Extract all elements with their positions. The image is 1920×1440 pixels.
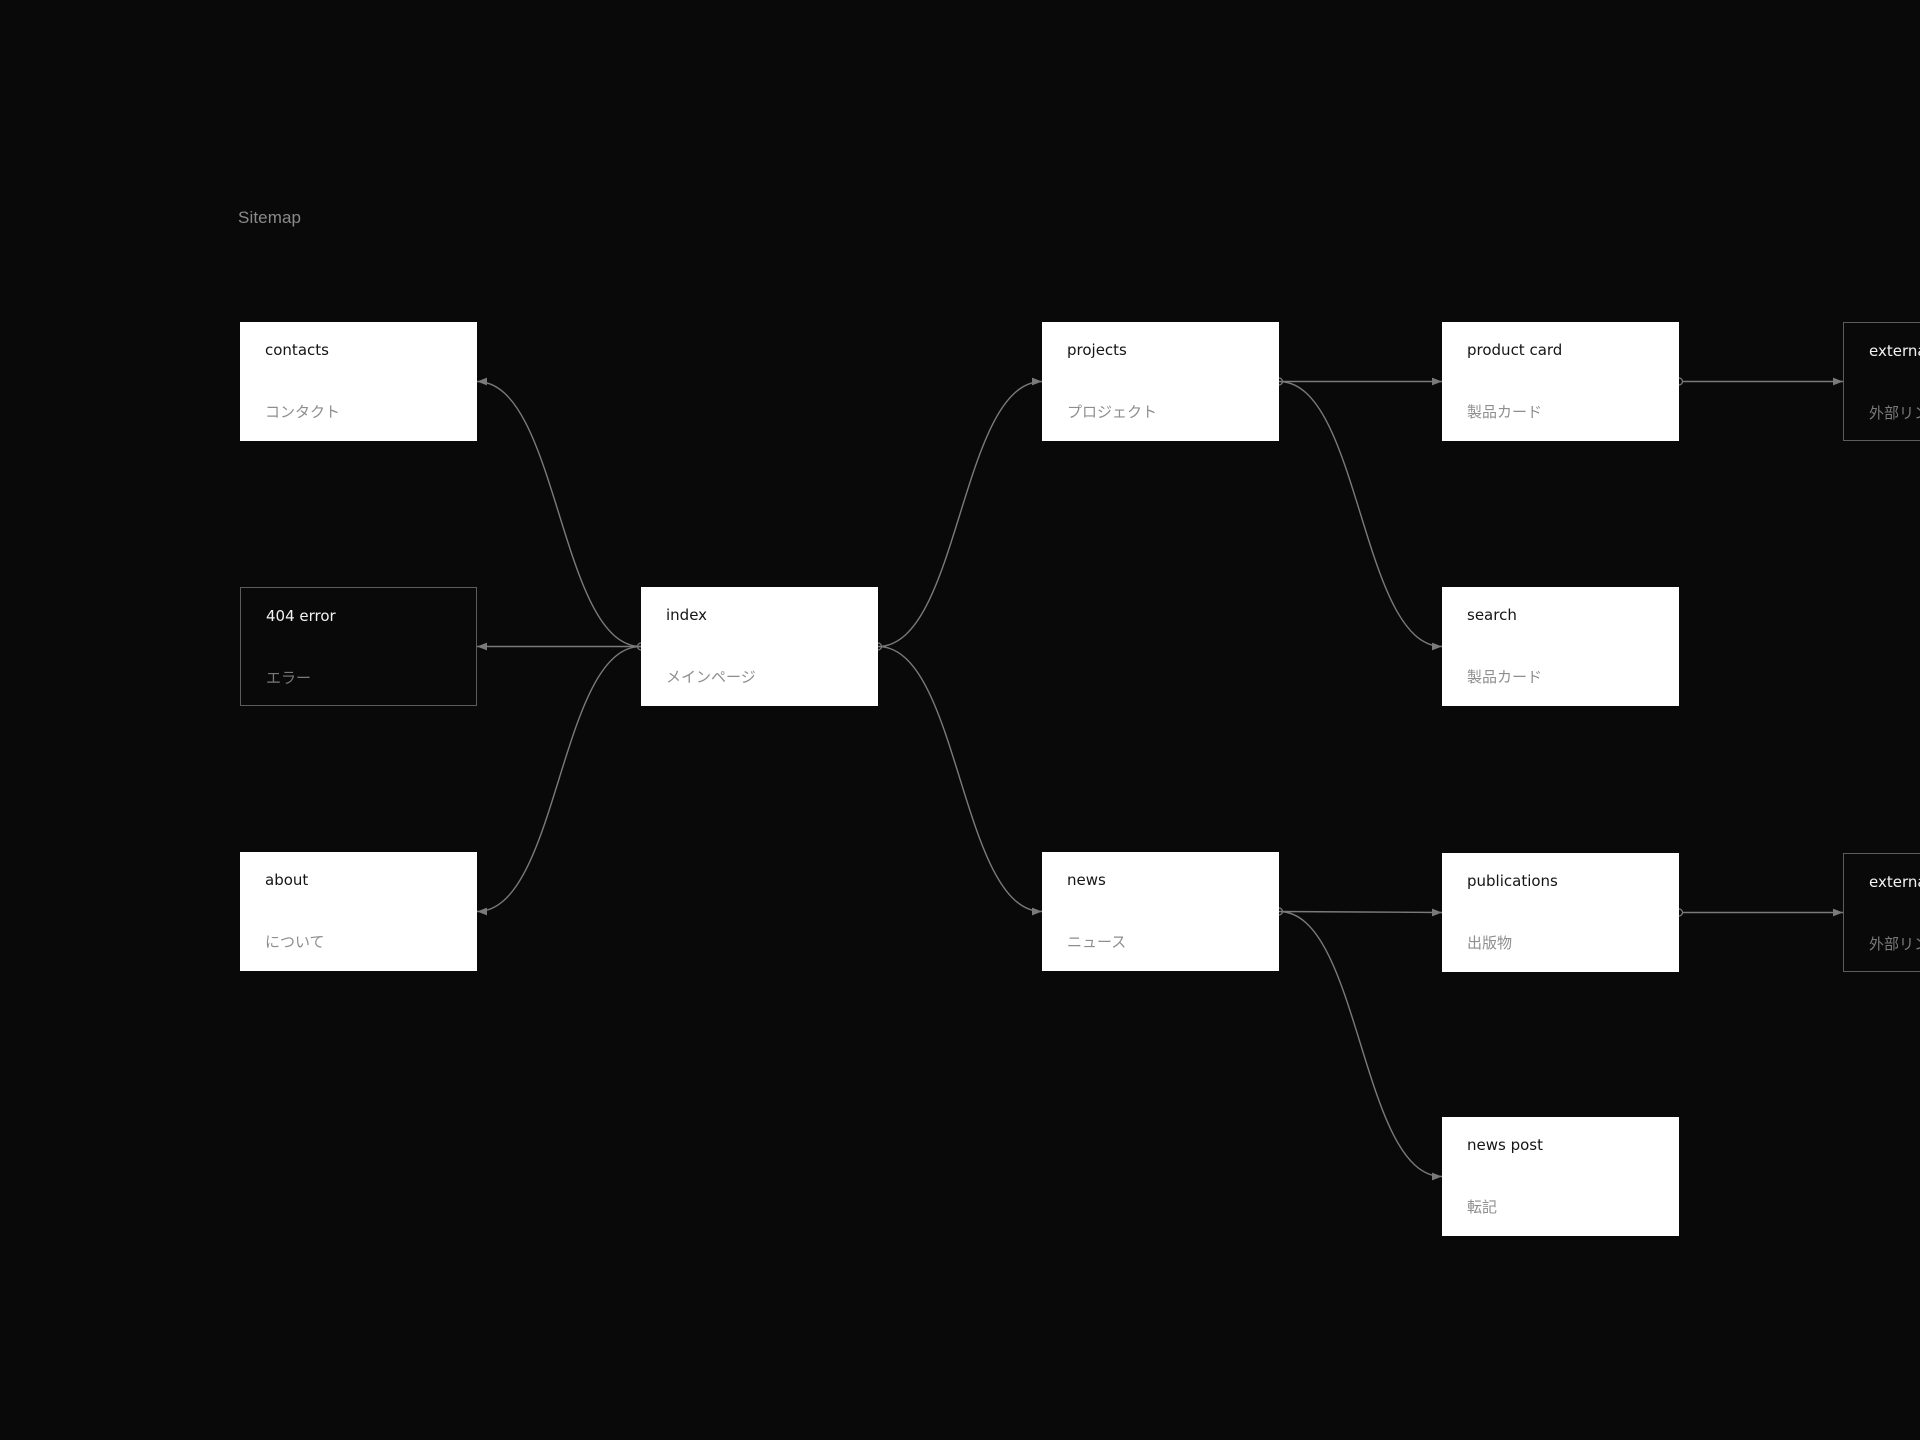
node-search[interactable]: search 製品カード [1442, 587, 1679, 706]
node-contacts[interactable]: contacts コンタクト [240, 322, 477, 441]
node-subtitle: 転記 [1467, 1198, 1498, 1216]
node-subtitle: ニュース [1067, 933, 1127, 951]
node-subtitle: 外部リンク [1869, 404, 1920, 422]
node-name: contacts [265, 341, 329, 359]
node-name: index [666, 606, 708, 624]
node-external-1[interactable]: external 外部リンク [1843, 322, 1920, 441]
node-subtitle: メインページ [666, 668, 756, 686]
node-name: product card [1467, 341, 1563, 359]
connector-projects-to-search [1278, 380, 1443, 651]
node-name: about [265, 871, 309, 889]
node-404-error[interactable]: 404 error エラー [240, 587, 477, 706]
connector-news-to-newspost [1278, 910, 1443, 1181]
node-subtitle: エラー [266, 669, 312, 687]
node-index[interactable]: index メインページ [641, 587, 878, 706]
node-projects[interactable]: projects プロジェクト [1042, 322, 1279, 441]
node-news-post[interactable]: news post 転記 [1442, 1117, 1679, 1236]
node-subtitle: 外部リンク [1869, 935, 1920, 953]
connector-index-to-news [877, 645, 1043, 916]
node-name: external [1869, 873, 1920, 891]
node-subtitle: コンタクト [265, 403, 341, 421]
connector-index-to-about [476, 645, 642, 916]
node-subtitle: プロジェクト [1067, 403, 1158, 421]
node-news[interactable]: news ニュース [1042, 852, 1279, 971]
node-subtitle: 製品カード [1467, 403, 1543, 421]
node-subtitle: 製品カード [1467, 668, 1543, 686]
node-subtitle: 出版物 [1467, 934, 1513, 952]
connector-news-to-publications [1278, 908, 1443, 917]
node-publications[interactable]: publications 出版物 [1442, 853, 1679, 972]
node-external-2[interactable]: external 外部リンク [1843, 853, 1920, 972]
node-name: search [1467, 606, 1517, 624]
node-about[interactable]: about について [240, 852, 477, 971]
node-name: external [1869, 342, 1920, 360]
node-name: news [1067, 871, 1106, 889]
connector-index-to-contacts [476, 377, 642, 648]
page-title: Sitemap [238, 208, 302, 227]
connector-index-to-projects [877, 377, 1043, 648]
node-name: news post [1467, 1136, 1543, 1154]
node-name: 404 error [266, 607, 336, 625]
node-name: projects [1067, 341, 1127, 359]
node-subtitle: について [265, 933, 325, 951]
node-name: publications [1467, 872, 1558, 890]
node-product-card[interactable]: product card 製品カード [1442, 322, 1679, 441]
